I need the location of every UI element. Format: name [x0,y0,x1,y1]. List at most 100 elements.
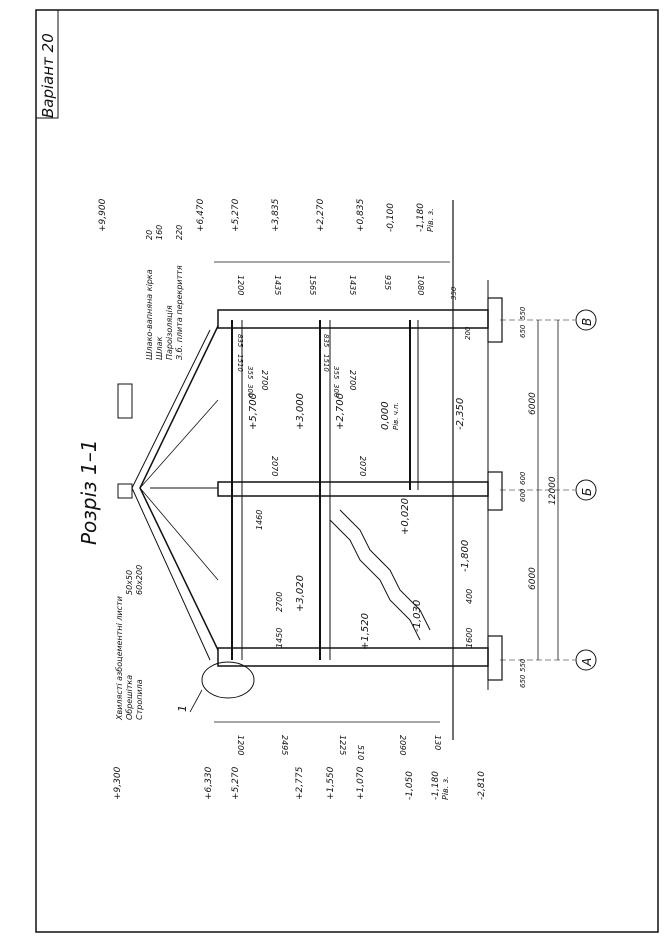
dim-top-3: 1435 [348,275,357,295]
sheet-frame [35,9,659,933]
footing-dim-5: 650 [519,324,527,338]
level-bottom-7: -1,180 [431,771,441,800]
inner-dim-11: 355 [246,366,254,380]
level-top-0: +9,900 [98,198,108,232]
level-bottom-0: +9,300 [113,766,123,800]
axis-v: В [580,318,594,326]
levels-top: +9,900 +6,470 +5,270 +3,835 +2,270 +0,83… [98,198,450,263]
dim-top-1: 1435 [273,275,282,295]
inner-dim-8: 2700 [348,370,357,390]
floor-layer-0: Шлако-вапняна кірка [145,269,154,360]
inner-dim-14: 835 [322,334,330,348]
level-bottom-2: +5,270 [231,766,241,800]
inner-dim-5: 2070 [270,456,279,476]
inner-dim-9: 1510 [236,354,244,372]
floor-layer-1: Шлак [155,336,164,360]
level-bottom-8: -2,810 [477,771,487,800]
inner-dim-1: 2700 [275,592,284,612]
floor-size-0: 20 [145,230,154,240]
inner-dim-2: 1450 [275,628,284,648]
footing-dim-0: 650 [519,674,527,688]
dim-top-4: 935 [383,275,392,290]
variant-label: Варіант 20 [39,33,57,118]
section-title: Розріз 1–1 [77,439,101,545]
footing-dim-3: 600 [519,488,527,502]
inner-dim-17: 350 [450,286,458,300]
axis-dim-2: 12000 [548,476,558,505]
dim-bottom-3: 510 [356,745,365,760]
roof-layer-1: Обрешітка [125,675,134,720]
inner-dim-16: 300 [332,384,340,398]
inner-dim-7: 2700 [260,370,269,390]
inner-level-8: -1,030 [412,600,423,632]
level-top-1: +6,470 [196,198,206,232]
level-top-6: -0,100 [386,203,396,232]
inner-dim-6: 2070 [358,456,367,476]
inner-level-5: +3,020 [295,575,306,612]
inner-level-9: -1,800 [460,540,471,572]
level-top-4: +2,270 [316,198,326,232]
levels-bottom: +9,300 +6,330 +5,270 +2,775 +1,550 +1,07… [113,721,487,800]
building-section [117,297,503,713]
level-top-5: +0,835 [356,198,366,232]
inner-dim-18: 200 [464,326,472,340]
inner-level-6: +1,520 [360,613,371,650]
dim-top-5: 1080 [416,275,425,295]
level-top-7: -1,180 [416,203,426,232]
inner-level-0: +5,700 [248,393,259,430]
level-bottom-3: +2,775 [295,766,305,800]
level-bottom-5: +1,070 [356,766,366,800]
level-bottom-1: +6,330 [204,766,214,800]
inner-level-2: +2,700 [335,393,346,430]
floor-size-3: 220 [175,225,184,240]
level-top-3: +3,835 [271,198,281,232]
footing-dim-2: 600 [519,471,527,485]
inner-dim-3: 1600 [465,628,474,648]
level-bottom-4: +1,550 [326,766,336,800]
level-top-2: +5,270 [231,198,241,232]
floor-layer-2: Пароізоляція [165,305,174,360]
dim-top-2: 1565 [308,275,317,295]
inner-level-1: +3,000 [295,393,306,430]
roof-size-0: 50x50 [125,570,134,595]
inner-dim-4: 400 [465,589,474,604]
inner-dims: 1460 2700 1450 1600 400 2070 2070 2700 2… [236,286,474,648]
floor-layers: Шлако-вапняна кірка Шлак Пароізоляція З.… [145,225,184,360]
floor-size-1: 160 [155,225,164,240]
inner-dim-12: 300 [246,384,254,398]
axis-dim-1: 6000 [528,392,538,415]
inner-level-3: 0,000 [380,401,391,430]
inner-dim-15: 355 [332,366,340,380]
inner-dim-0: 1460 [255,510,264,530]
dim-top-0: 1200 [236,275,245,295]
inner-levels: +5,700 +3,000 +2,700 0,000 Рів. ч.п. -2,… [248,393,471,650]
level-bottom-sub: Рів. з. [441,776,450,800]
roof-layer-0: Хвилясті азбоцементні листи [115,596,124,721]
inner-level-7: +0,020 [400,498,411,535]
dim-bottom-4: 2090 [398,735,407,755]
inner-dim-13: 1510 [322,354,330,372]
roof-layer-2: Стропила [135,679,144,720]
dim-bottom-2: 1225 [338,735,347,755]
axis-dim-0: 6000 [528,567,538,590]
dim-bottom-0: 1200 [236,735,245,755]
level-bottom-6: -1,050 [405,771,415,800]
floor-layer-3: З.б. плита перекриття [175,265,184,360]
variant-box [35,9,59,119]
footing-dim-4: 550 [519,306,527,320]
dims-bottom: 1200 2495 1225 510 2090 130 [236,735,442,760]
level-top-sub: Рів. з. [426,208,435,232]
dim-bottom-1: 2495 [280,735,289,755]
inner-level-4: -2,350 [455,398,466,430]
axis-markers: В Б А 6000 6000 12000 650 550 600 600 55… [500,306,597,688]
inner-dim-10: 835 [236,334,244,348]
callout-1: 1 [176,705,189,712]
axis-b: Б [580,488,594,496]
dim-bottom-5: 130 [433,735,442,750]
dims-top: 1200 1435 1565 1435 935 1080 [236,275,425,295]
footing-dim-1: 550 [519,658,527,672]
roof-size-1: 60x200 [135,565,144,595]
inner-level-sub: Рів. ч.п. [392,402,400,430]
roof-layers: Хвилясті азбоцементні листи Обрешітка Ст… [115,565,144,721]
